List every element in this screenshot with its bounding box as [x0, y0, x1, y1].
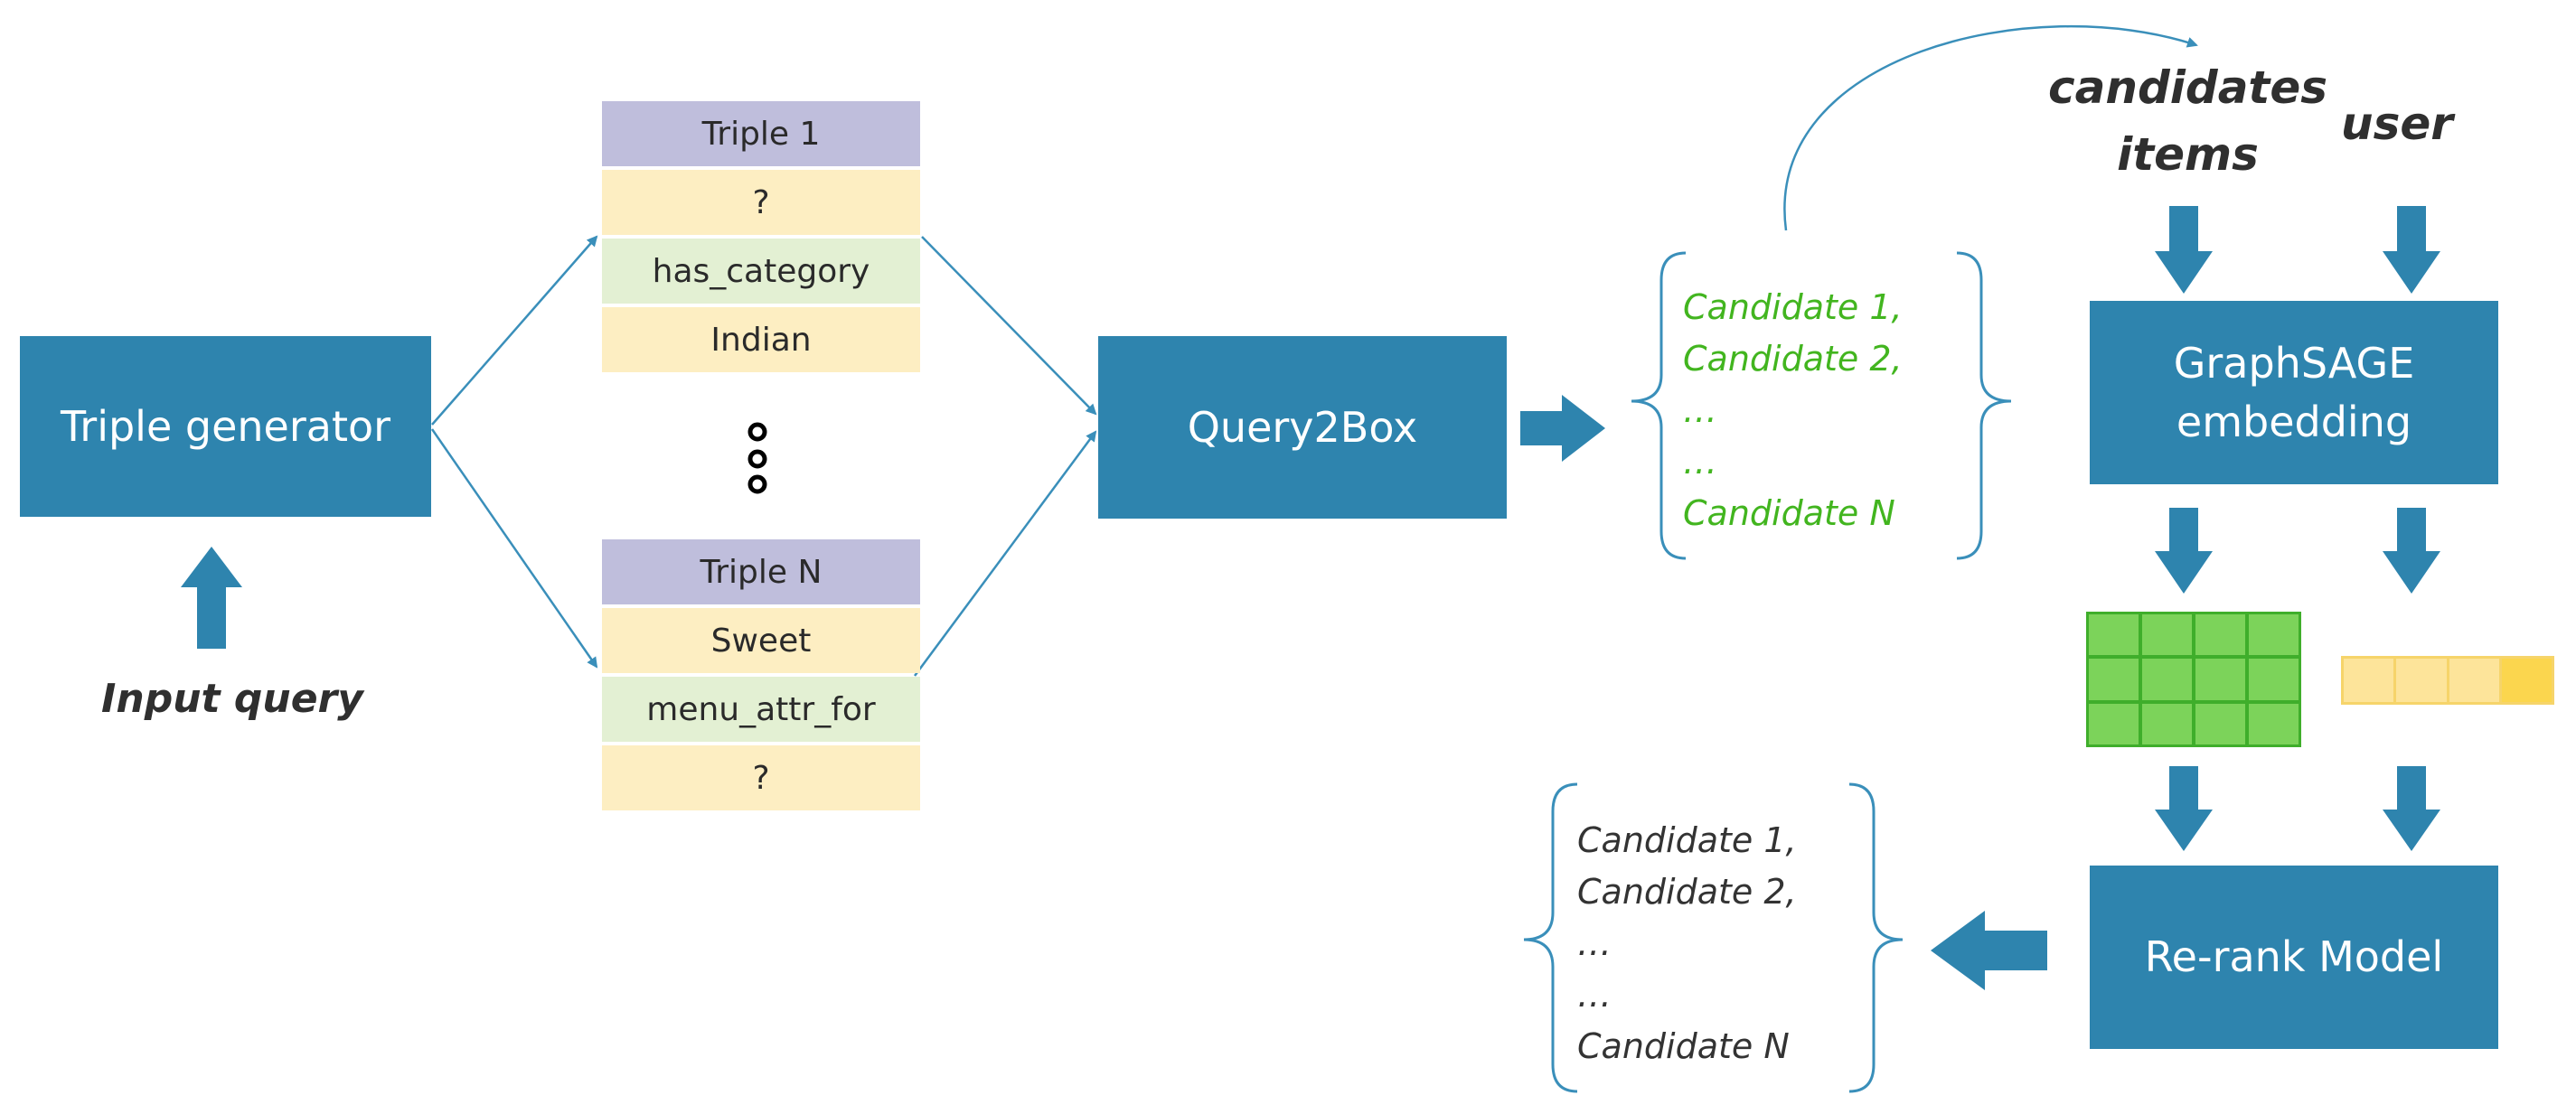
- list-item: …: [1683, 442, 1717, 482]
- block-arrow-icon: [2155, 508, 2213, 594]
- list-item: Candidate 2,: [1683, 339, 1903, 379]
- user-label: user: [2341, 98, 2453, 150]
- block-arrow-icon: [2383, 206, 2440, 294]
- edge-generator-to-triple-1: [431, 235, 598, 426]
- list-item: Candidate 1,: [1683, 287, 1903, 327]
- block-arrow-icon: [2383, 508, 2440, 594]
- list-item: Candidate 2,: [1577, 872, 1797, 912]
- triple-head-entity: Sweet: [602, 608, 920, 673]
- list-item: …: [1683, 390, 1717, 430]
- triple-1-stack: Triple 1 ? has_category Indian: [602, 101, 920, 376]
- triple-generator-label: Triple generator: [60, 401, 391, 451]
- graphsage-embedding-box: GraphSAGE embedding: [2090, 301, 2498, 484]
- triple-relation: menu_attr_for: [602, 677, 920, 742]
- curly-brace-icon: [1523, 782, 1578, 1093]
- triple-head-entity: ?: [602, 170, 920, 235]
- block-arrow-icon: [2383, 766, 2440, 851]
- block-arrow-icon: [1931, 911, 2047, 990]
- list-item: Candidate N: [1683, 493, 1895, 533]
- triple-tail-entity: ?: [602, 745, 920, 810]
- list-item: …: [1577, 975, 1612, 1015]
- triple-generator-box: Triple generator: [20, 336, 431, 517]
- rerank-label: Re-rank Model: [2144, 932, 2444, 982]
- candidates-items-label: candidates items: [2048, 61, 2328, 181]
- rerank-model-box: Re-rank Model: [2090, 866, 2498, 1049]
- block-arrow-icon: [2155, 766, 2213, 851]
- query2box-candidate-list: Candidate 1, Candidate 2, … … Candidate …: [1683, 282, 1903, 539]
- input-query-label: Input query: [101, 676, 363, 722]
- edge-candidates-feedback-arc: [1783, 24, 2198, 231]
- edge-triple-1-to-query2box: [921, 236, 1097, 416]
- vertical-ellipsis-icon: [747, 422, 767, 494]
- triple-relation: has_category: [602, 239, 920, 304]
- block-arrow-icon: [2155, 206, 2213, 294]
- block-arrow-icon: [1520, 395, 1605, 462]
- list-item: Candidate 1,: [1577, 820, 1797, 860]
- curly-brace-icon: [1631, 251, 1687, 560]
- graphsage-label-line1: GraphSAGE: [2173, 339, 2415, 388]
- triple-tail-entity: Indian: [602, 307, 920, 372]
- triple-n-stack: Triple N Sweet menu_attr_for ?: [602, 539, 920, 814]
- list-item: …: [1577, 923, 1612, 963]
- list-item: Candidate N: [1577, 1026, 1790, 1066]
- curly-brace-icon: [1848, 782, 1904, 1093]
- query2box-label: Query2Box: [1187, 402, 1418, 452]
- edge-generator-to-triple-n: [430, 428, 598, 669]
- graphsage-label-line2: embedding: [2176, 397, 2412, 446]
- item-embedding-matrix: [2086, 612, 2301, 747]
- query2box-box: Query2Box: [1098, 336, 1507, 519]
- triple-title: Triple 1: [602, 101, 920, 166]
- rerank-candidate-list: Candidate 1, Candidate 2, … … Candidate …: [1577, 815, 1797, 1072]
- user-embedding-vector: [2341, 656, 2554, 705]
- edge-triple-n-to-query2box: [913, 430, 1097, 677]
- curly-brace-icon: [1956, 251, 2012, 560]
- block-arrow-icon: [181, 547, 242, 649]
- triple-title: Triple N: [602, 539, 920, 604]
